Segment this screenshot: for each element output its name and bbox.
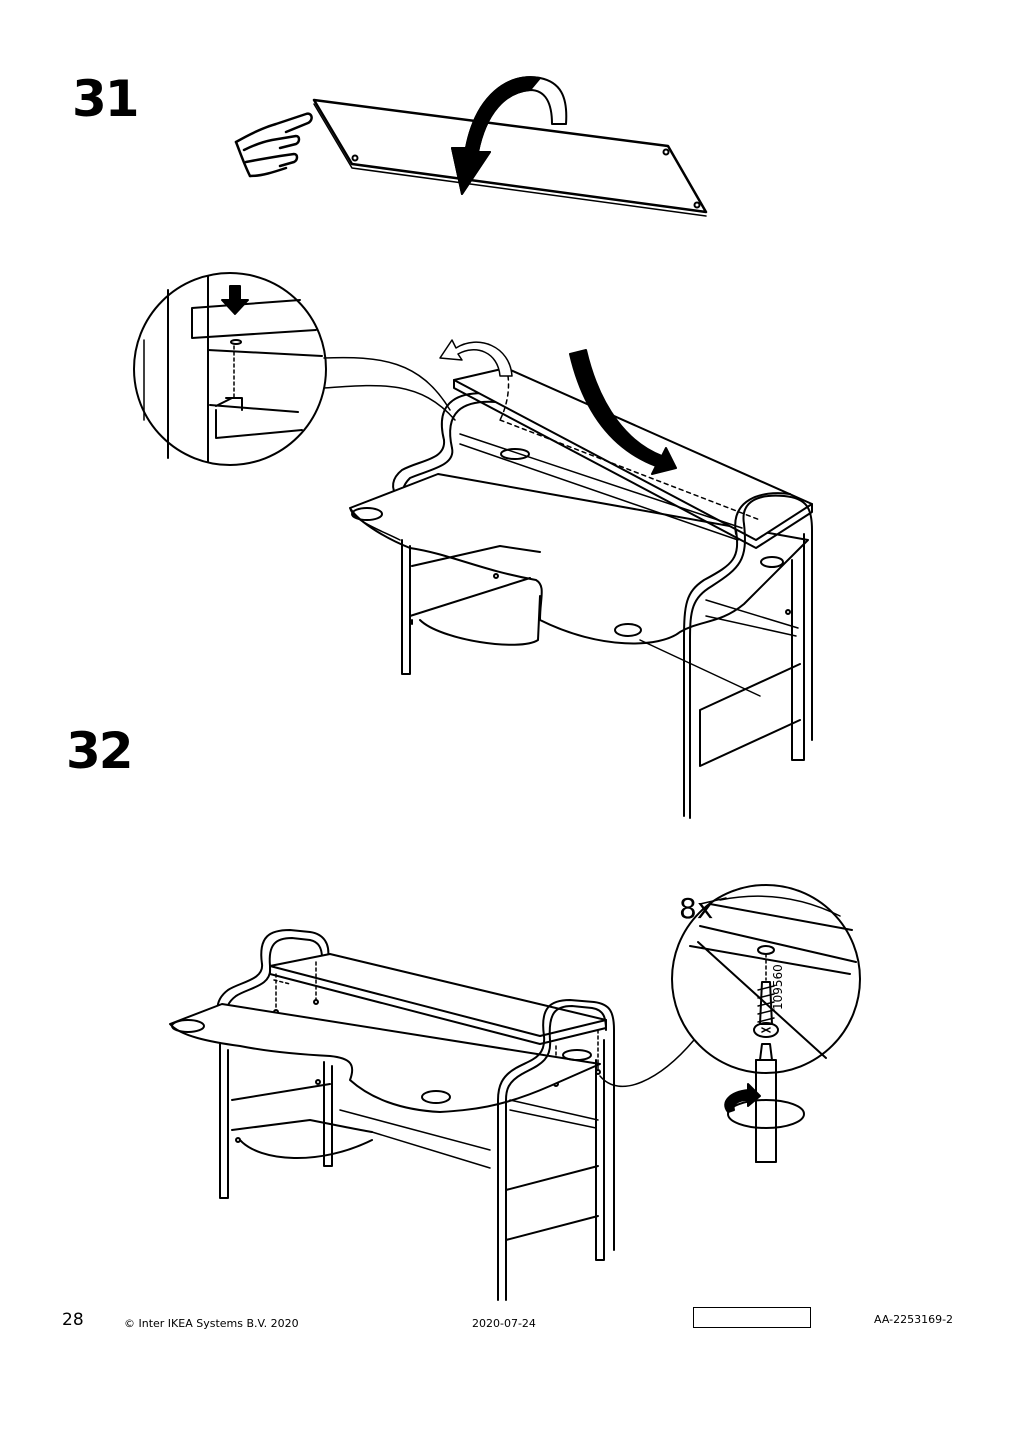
quantity-label: 8x bbox=[679, 892, 714, 925]
blank-box bbox=[693, 1307, 811, 1328]
step-31-number: 31 bbox=[72, 70, 140, 128]
step-32-number: 32 bbox=[66, 722, 134, 780]
publication-date: 2020-07-24 bbox=[472, 1317, 536, 1330]
rotate-arrow-icon bbox=[439, 339, 513, 377]
detail-circle-31 bbox=[133, 272, 456, 466]
flip-shelf-illustration bbox=[234, 76, 708, 217]
screwdriver-icon bbox=[724, 1043, 805, 1163]
down-arrow-icon bbox=[221, 285, 249, 315]
page-number: 28 bbox=[62, 1310, 84, 1330]
screw-icon bbox=[753, 945, 779, 1038]
rotate-arrow-icon bbox=[451, 76, 568, 195]
copyright-text: © Inter IKEA Systems B.V. 2020 bbox=[124, 1317, 299, 1330]
pointing-hand-icon bbox=[234, 112, 313, 178]
article-number-label: 109560 bbox=[771, 964, 785, 1010]
detail-circle-32 bbox=[671, 884, 861, 1163]
document-code: AA-2253169-2 bbox=[874, 1313, 954, 1326]
desk-step-31 bbox=[349, 339, 813, 819]
desk-step-32 bbox=[169, 929, 695, 1301]
